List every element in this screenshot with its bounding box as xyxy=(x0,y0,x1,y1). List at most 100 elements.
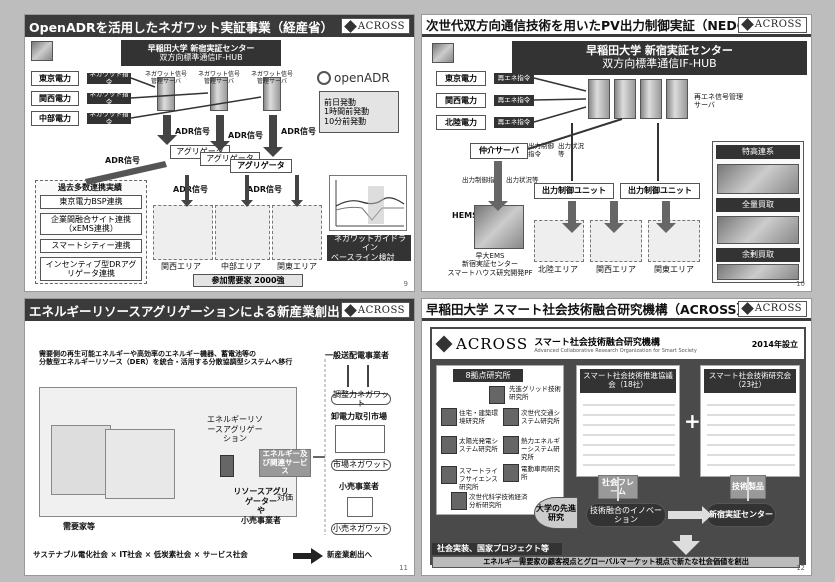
ems-caption: 早大EMS 新宿実証センター スマートハウス研究開発PF xyxy=(447,252,533,277)
area-kansai: 関西エリア xyxy=(161,262,201,271)
control-unit-1: 出力制御ユニット xyxy=(534,183,614,199)
utility-hokuriku: 北陸電力 xyxy=(436,115,486,130)
utility-kansai: 関西電力 xyxy=(31,91,79,106)
hub-box: 早稲田大学 新宿実証センター 双方向標準通信IF-HUB xyxy=(512,41,807,75)
building-icon xyxy=(105,429,175,499)
slide-across: 早稲田大学 スマート社会技術融合研究機構（ACROSS） ACROSS ACRO… xyxy=(421,298,812,576)
server-4 xyxy=(666,79,688,119)
lab-4: 太陽光発電システム研究所 xyxy=(459,437,498,453)
project-title: 社会実装、国家プロジェクト等 xyxy=(432,543,562,555)
council-panel-2: スマート社会技術研究会（23社） xyxy=(700,365,800,477)
lab-3: 次世代交通システム研究所 xyxy=(521,409,560,425)
univ-research: 大学の先進研究 xyxy=(534,497,578,529)
renew-cmd-2: 再エネ指令 xyxy=(494,95,534,106)
council-2-title: スマート社会技術研究会（23社） xyxy=(704,369,796,393)
area-chubu: 中部エリア xyxy=(221,262,261,271)
labs-panel: 8拠点研究所 先進グリッド技術研究所 住宅・建築環境研究所 次世代交通システム研… xyxy=(436,365,564,515)
building-photo xyxy=(432,43,454,63)
company-logos-1 xyxy=(583,398,675,474)
hems-label: HEMS xyxy=(452,211,478,220)
area-kanto: 関東エリア xyxy=(654,265,694,274)
slide-openadr: OpenADRを活用したネガワット実証事業（経産省） ACROSS 早稲田大学 … xyxy=(24,14,415,292)
map-kansai xyxy=(153,205,213,260)
banner: ACROSS スマート社会技術融合研究機構 Advanced Collabora… xyxy=(432,329,804,359)
lab-photo-4 xyxy=(441,436,457,454)
page-number: 12 xyxy=(796,564,805,572)
server-2 xyxy=(614,79,636,119)
server-3 xyxy=(640,79,662,119)
case-title: 過去多数連携実績 xyxy=(58,183,122,192)
plus-sign: + xyxy=(684,409,701,433)
slide-title: 早稲田大学 スマート社会技術融合研究機構（ACROSS） xyxy=(426,302,738,317)
case-list: 過去多数連携実績 東京電力BSP連携 企業間融合サイト連携（xEMS連携） スマ… xyxy=(35,180,147,284)
lab-8: 次世代科学技術経済分析研究所 xyxy=(469,493,528,509)
banner-jp: スマート社会技術融合研究機構 xyxy=(534,337,660,348)
banner-brand: ACROSS xyxy=(456,335,529,353)
slide-title-bar: OpenADRを活用したネガワット実証事業（経産省） ACROSS xyxy=(25,15,414,37)
utility-chubu: 中部電力 xyxy=(31,111,79,126)
case-3: スマートシティー連携 xyxy=(40,239,142,253)
lab-photo-3 xyxy=(503,408,519,426)
lab-photo-6 xyxy=(441,466,457,484)
across-logo: ACROSS xyxy=(737,16,807,33)
control-unit-2: 出力制御ユニット xyxy=(620,183,700,199)
guideline-box: ネガワットガイドライン ベースライン検討 xyxy=(327,234,411,262)
adr-signal-left: ADR信号 xyxy=(105,156,140,165)
retailer-icon xyxy=(347,497,373,517)
across-logo: ACROSS xyxy=(340,302,410,318)
s4-arrows xyxy=(617,477,749,555)
tower-icon xyxy=(347,365,369,387)
lab-photo-8 xyxy=(451,492,467,510)
negawatt-cmd-1: ネガワット指令 xyxy=(87,70,131,85)
resource-aggregator: リソースアグリゲーター や 小売事業者 xyxy=(233,487,289,525)
area-kanto: 関東エリア xyxy=(277,262,317,271)
map-chubu xyxy=(215,205,270,260)
slide-title: エネルギーリソースアグリゲーションによる新産業創出 xyxy=(29,303,340,319)
council-1-title: スマート社会技術推進協議会（18社） xyxy=(580,369,676,393)
participants: 参加需要家 2000強 xyxy=(193,274,303,287)
renew-cmd-3: 再エネ指令 xyxy=(494,117,534,128)
s3-arrows xyxy=(293,359,326,564)
page-number: 10 xyxy=(796,280,805,288)
solar-house-photo xyxy=(717,264,799,280)
company-logos-2 xyxy=(707,398,795,474)
project-text: エネルギー需要家の顧客視点とグローバルマーケット視点で新たな社会価値を創出 xyxy=(432,556,800,568)
slide-title-bar: 早稲田大学 スマート社会技術融合研究機構（ACROSS） ACROSS xyxy=(422,299,811,321)
page-number: 11 xyxy=(399,564,408,572)
across-logo: ACROSS xyxy=(737,300,807,317)
slide-title-bar: 次世代双方向通信技術を用いたPV出力制御実証（NEDO） ACROSS xyxy=(422,15,811,37)
output-cmd-1: 出力制御指令 xyxy=(528,142,554,158)
adr-signal-1: ADR信号 xyxy=(175,127,210,136)
negawatt-cmd-3: ネガワット指令 xyxy=(87,110,131,125)
server-1 xyxy=(157,77,175,111)
openadr-logo: openADR xyxy=(317,71,390,85)
retail-negawatt: 小売ネガワット xyxy=(331,523,391,535)
council-panel-1: スマート社会技術推進協議会（18社） xyxy=(576,365,680,477)
customers-label: 需要家等 xyxy=(63,522,95,531)
center-label: エネルギーリソースアグリゲーション xyxy=(207,415,263,444)
slide-aggregation: エネルギーリソースアグリゲーションによる新産業創出 ACROSS 需要側の再生可… xyxy=(24,298,415,576)
lab-2: 住宅・建築環境研究所 xyxy=(459,409,498,425)
page-number: 9 xyxy=(403,280,408,288)
hub-box: 早稲田大学 新宿実証センター 双方向標準通信IF-HUB xyxy=(121,40,281,66)
aggregator-3: アグリゲータ xyxy=(230,159,292,173)
server-label-2: ネガワット信号管理サーバ xyxy=(197,71,240,86)
banner-en: Advanced Collaborative Research Organiza… xyxy=(534,347,697,354)
across-panel: ACROSS スマート社会技術融合研究機構 Advanced Collabora… xyxy=(430,327,806,565)
lab-6: スマートライフサイエンス研究所 xyxy=(459,467,498,491)
retailer-label: 小売事業者 xyxy=(339,482,379,491)
utility-tokyo: 東京電力 xyxy=(31,71,79,86)
lab-photo-1 xyxy=(489,386,505,404)
utility-tokyo: 東京電力 xyxy=(436,71,486,86)
adr-signal-3: ADR信号 xyxy=(281,127,316,136)
slide-title-bar: エネルギーリソースアグリゲーションによる新産業創出 ACROSS xyxy=(25,299,414,321)
lab-5: 熱力エネルギーシステム研究所 xyxy=(521,437,560,461)
s2-arrows xyxy=(488,77,676,233)
utility-kansai: 関西電力 xyxy=(436,93,486,108)
solar-farm-photo xyxy=(717,164,799,194)
grid-operator-label: 一般送配電事業者 xyxy=(325,351,389,360)
server-3 xyxy=(263,77,281,111)
lab-1: 先進グリッド技術研究所 xyxy=(509,385,561,401)
solar-roof-photo xyxy=(717,216,799,244)
building-photo xyxy=(31,41,53,61)
